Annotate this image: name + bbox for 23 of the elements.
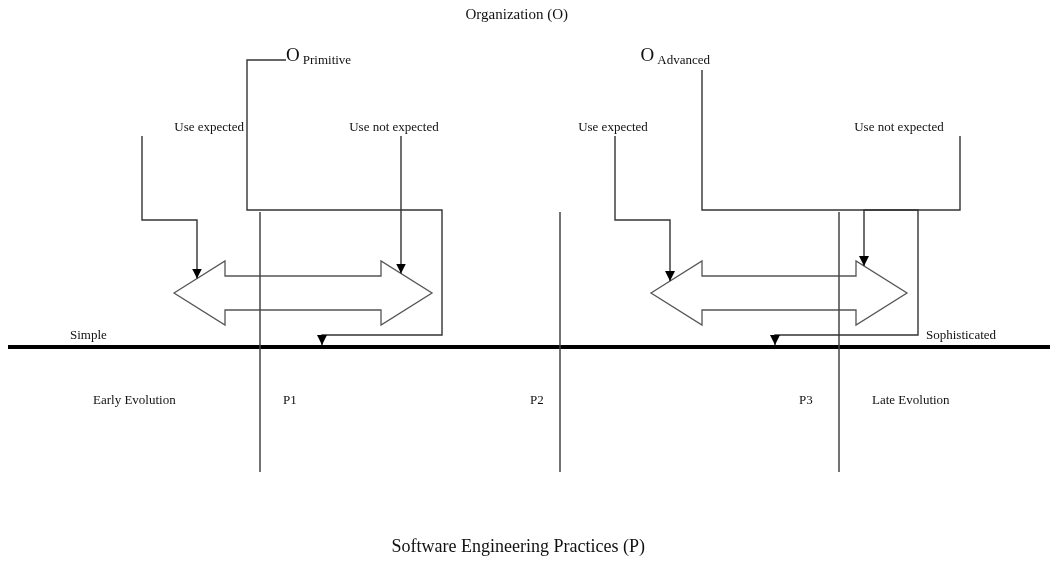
connector-arrow [614, 135, 675, 282]
connector-arrow [246, 59, 443, 346]
phase-label: Late Evolution [872, 392, 950, 408]
double-arrow [172, 259, 434, 327]
practice-label: P1 [283, 392, 297, 408]
scale-label: Simple [70, 327, 107, 343]
text-label: O$_{Primitive}$ [286, 42, 370, 70]
text-label: Use not expected [834, 118, 964, 136]
scale-label: Sophisticated [926, 327, 997, 343]
text-label: Use expected [562, 118, 664, 136]
text-label: O$_{Advanced}$ [602, 42, 710, 70]
connector-arrow [701, 69, 919, 346]
axis-title: Organization (O) [465, 6, 569, 23]
connector-arrow [396, 135, 406, 275]
text-label: Use expected [134, 118, 244, 136]
connector-arrow [859, 135, 961, 267]
text-label: Use not expected [330, 118, 458, 136]
axis-title: Software Engineering Practices (P) [391, 536, 645, 557]
practice-label: P2 [530, 392, 544, 408]
connector-arrow [141, 135, 202, 280]
practice-label: P3 [799, 392, 813, 408]
phase-label: Early Evolution [93, 392, 176, 408]
double-arrow [649, 259, 909, 327]
